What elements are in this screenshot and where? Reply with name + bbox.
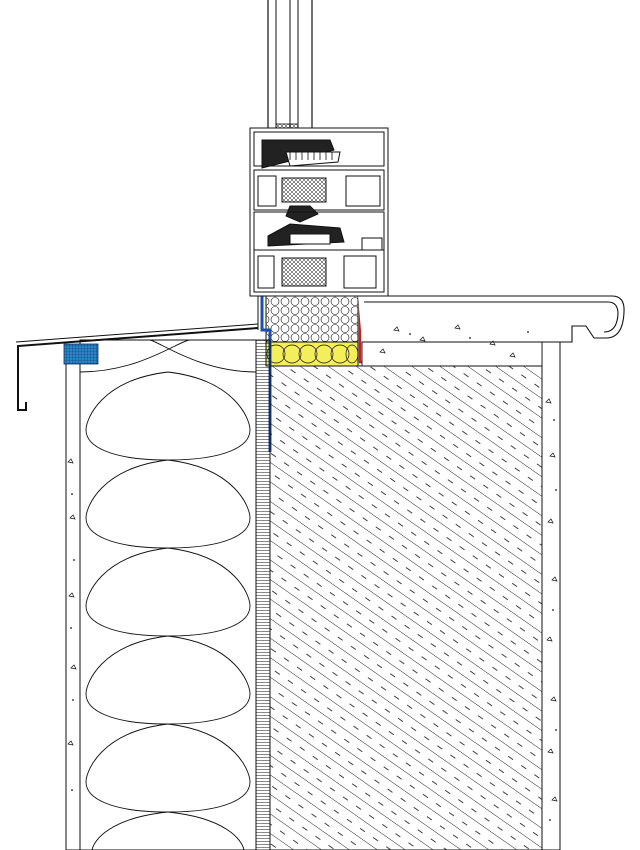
interior-plaster bbox=[361, 324, 561, 850]
interior-window-board bbox=[358, 295, 625, 343]
frame-bottom-connection bbox=[250, 295, 388, 330]
frame-teeth bbox=[289, 152, 333, 160]
insulation-symbol-curves bbox=[79, 339, 257, 850]
insulation-board bbox=[79, 339, 257, 850]
adhesive-layer bbox=[255, 339, 271, 850]
foam-insulation-block bbox=[265, 295, 359, 343]
external-plaster-render bbox=[65, 355, 81, 850]
masonry-wall bbox=[269, 365, 543, 850]
window-frame-profile bbox=[249, 127, 389, 297]
sill-reinforcement-mesh bbox=[63, 343, 99, 365]
exterior-sill-flashing bbox=[15, 323, 259, 411]
mineral-wool-strip bbox=[265, 341, 359, 367]
glazing-unit bbox=[267, 0, 313, 139]
